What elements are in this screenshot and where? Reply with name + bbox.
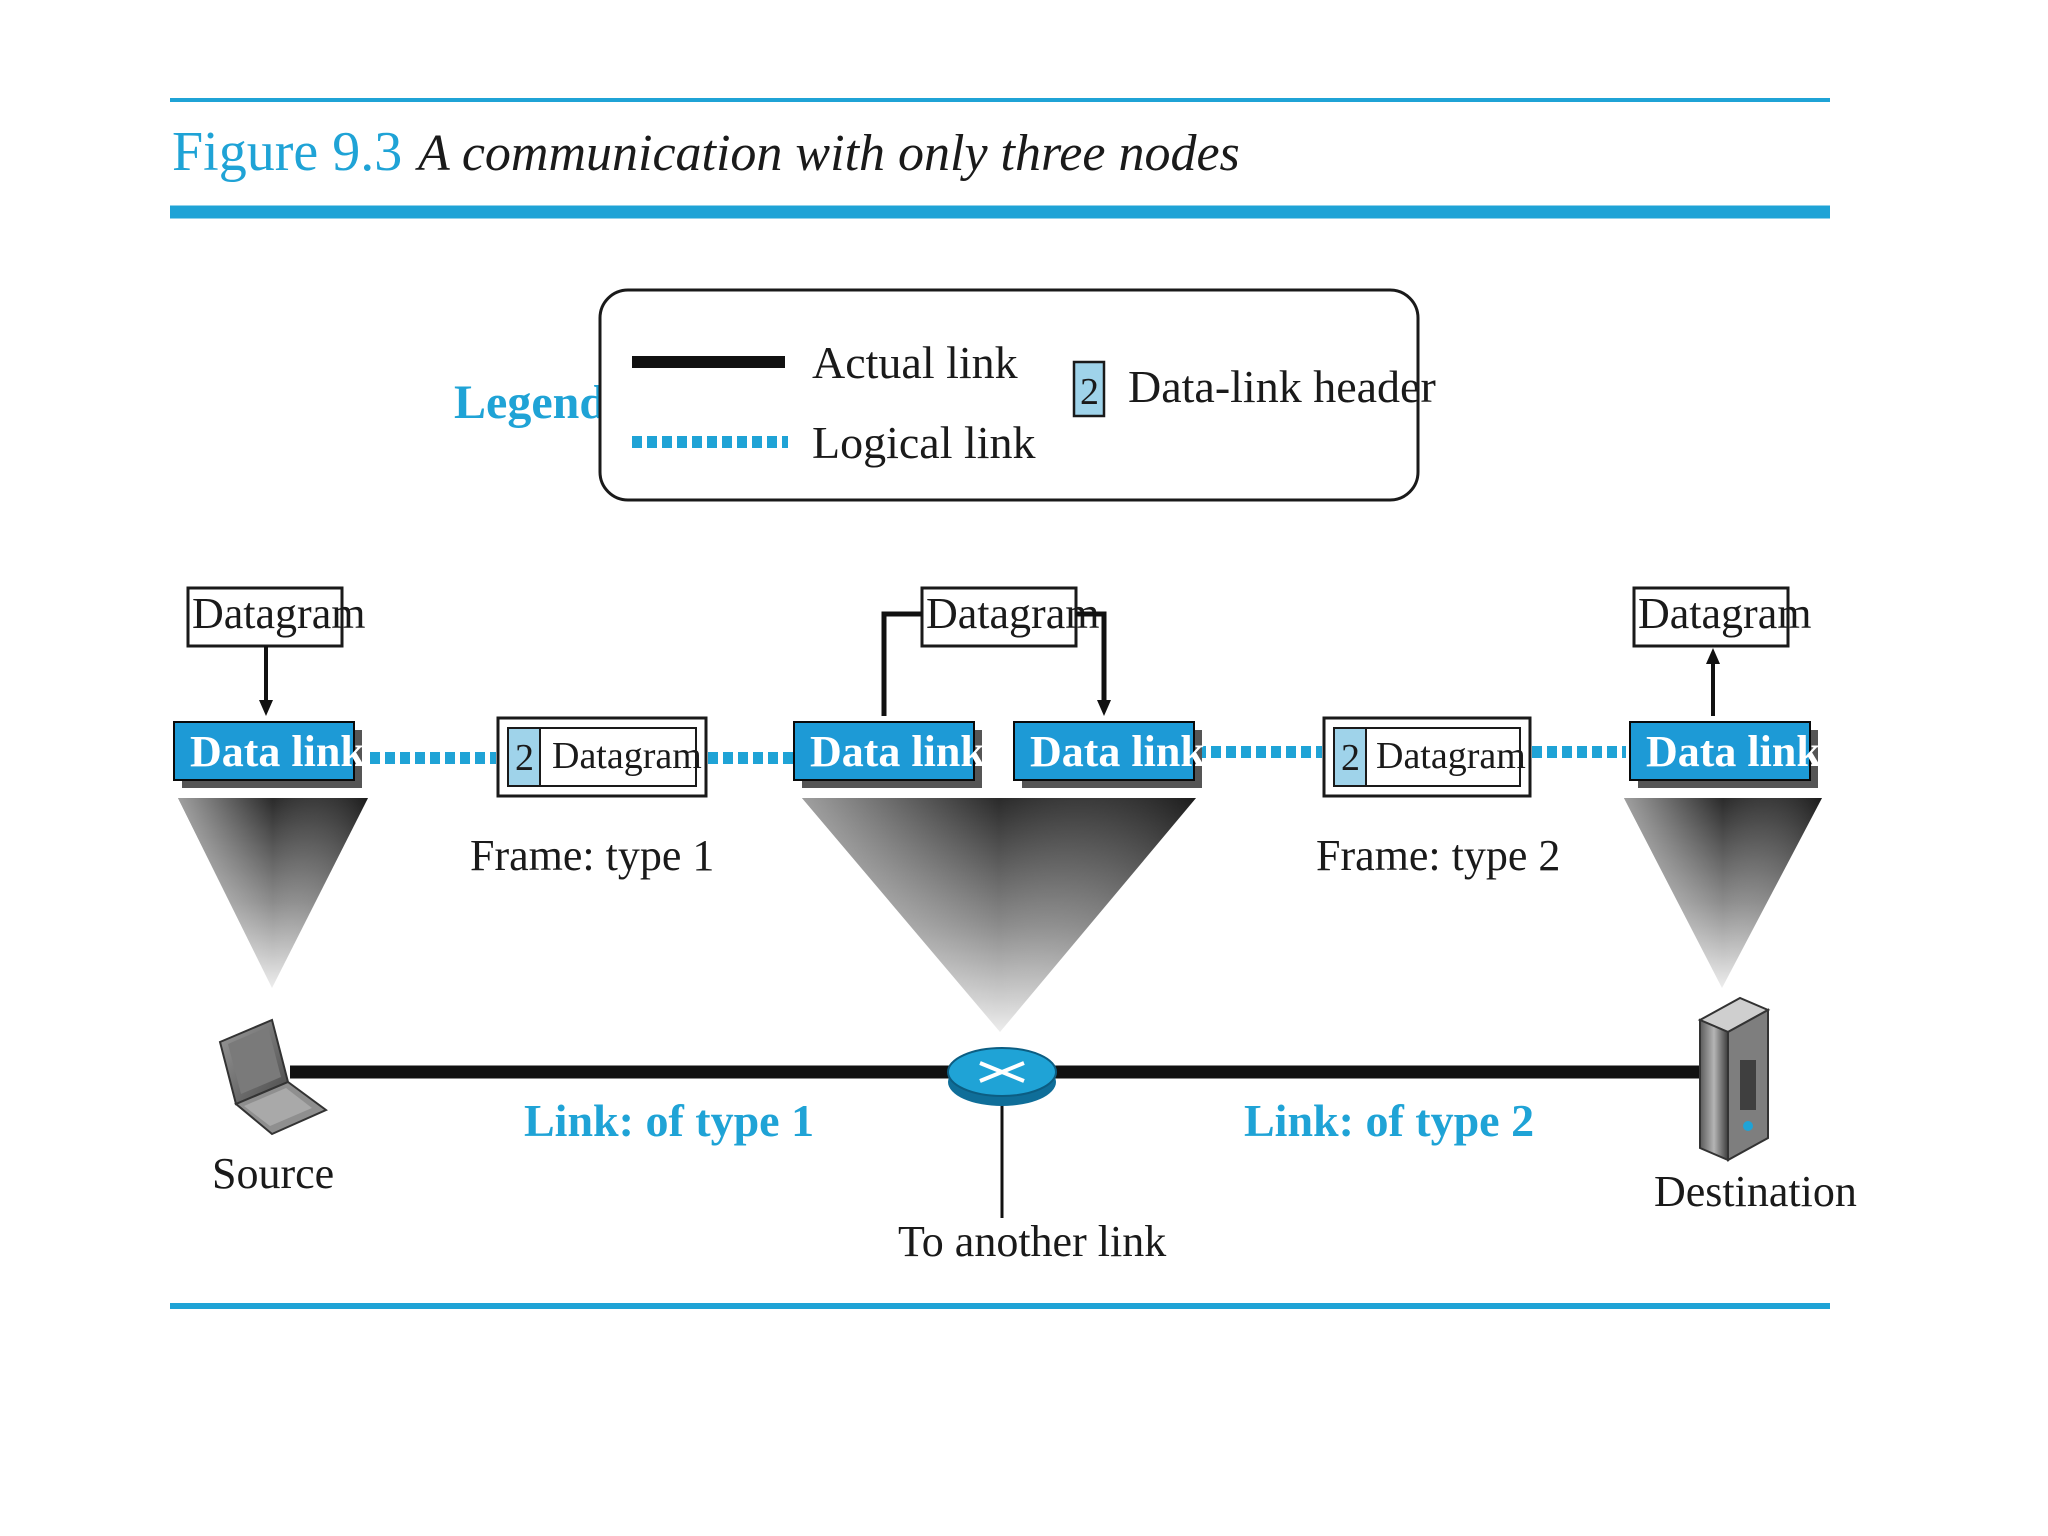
frame1-header	[507, 727, 541, 787]
figure-title: A communication with only three nodes	[415, 125, 1240, 182]
router-data-link-left-label: Data link	[810, 727, 985, 776]
legend-header-swatch	[1072, 360, 1106, 418]
router-note-label: To another link	[898, 1217, 1166, 1266]
server-icon	[1697, 996, 1771, 1162]
router-data-link-left: Data link	[793, 721, 985, 788]
frame1-datagram: Datagram	[552, 735, 702, 777]
link-type-2-label: Link: of type 2	[1244, 1095, 1534, 1146]
router-down-arrowhead	[1097, 700, 1111, 716]
destination-label: Destination	[1654, 1167, 1857, 1216]
router-data-link-right-label: Data link	[1030, 727, 1205, 776]
frame2-header	[1333, 727, 1367, 787]
router-up-path	[881, 611, 922, 716]
source-down-arrowhead	[259, 700, 273, 716]
router-data-link-right: Data link	[1013, 721, 1205, 788]
legend-header-num: 2	[1080, 371, 1099, 413]
source-data-link-label: Data link	[190, 727, 365, 776]
destination-data-link-label: Data link	[1646, 727, 1821, 776]
figure-number: Figure 9.3	[172, 121, 402, 183]
source-datagram-box	[186, 586, 344, 648]
destination-data-link: Data link	[1629, 721, 1821, 788]
legend-heading: Legend	[454, 376, 606, 429]
logical-link-label: Logical link	[812, 417, 1036, 468]
destination-datagram-label: Datagram	[1638, 589, 1811, 638]
frame2-datagram: Datagram	[1376, 735, 1526, 777]
router-funnel	[802, 798, 1196, 1032]
router-icon	[947, 1047, 1057, 1106]
router-down-path	[1076, 611, 1107, 708]
source-data-link: Data link	[173, 721, 365, 788]
destination-datagram-box	[1632, 586, 1790, 648]
legend-box	[598, 288, 1420, 502]
source-label: Source	[212, 1149, 334, 1198]
source-datagram-label: Datagram	[192, 589, 365, 638]
data-link-header-label: Data-link header	[1128, 361, 1436, 412]
router-datagram-label: Datagram	[926, 589, 1099, 638]
frame2-header-num: 2	[1341, 737, 1360, 779]
frame-type-2: 2 Datagram	[1322, 716, 1532, 798]
frame-type-1-label: Frame: type 1	[470, 831, 714, 880]
destination-up-arrowhead	[1706, 648, 1720, 664]
actual-link-label: Actual link	[812, 337, 1018, 388]
destination-funnel	[1624, 798, 1822, 988]
router-datagram-box	[920, 586, 1078, 648]
source-funnel	[178, 798, 368, 988]
frame-type-1: 2 Datagram	[496, 716, 708, 798]
frame1-header-num: 2	[515, 737, 534, 779]
frame-type-2-label: Frame: type 2	[1316, 831, 1560, 880]
link-type-1-label: Link: of type 1	[524, 1095, 814, 1146]
laptop-icon	[218, 1018, 328, 1136]
